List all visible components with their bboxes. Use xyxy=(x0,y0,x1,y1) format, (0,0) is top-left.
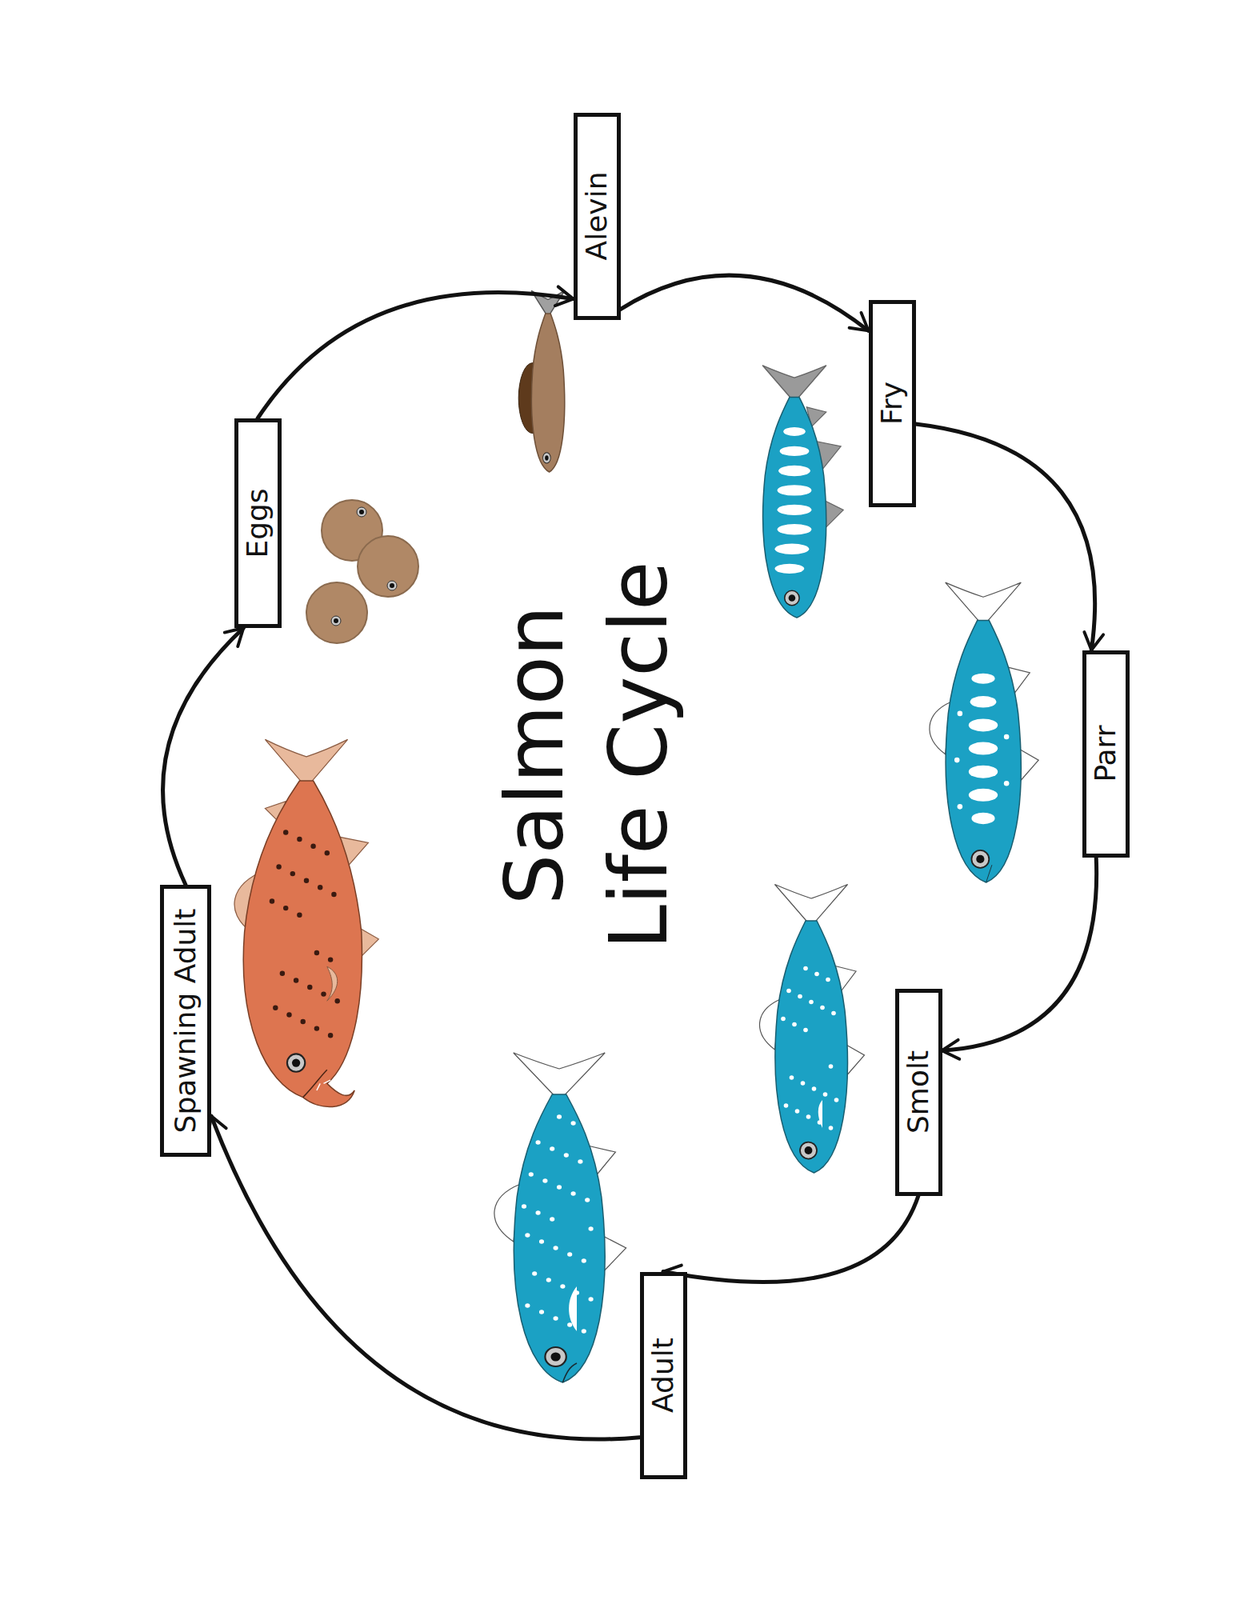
stage-label-box: Spawning Adult xyxy=(160,884,212,1157)
adult-fish xyxy=(494,1052,627,1383)
stage-name: Fry xyxy=(874,381,909,425)
diagram-title: Salmon Life Cycle xyxy=(483,539,692,972)
stage-label-box: Eggs xyxy=(234,418,282,628)
stage-label-box: Parr xyxy=(1082,650,1130,858)
cycle-arrow xyxy=(163,628,244,885)
fry-fish xyxy=(762,365,844,618)
stage-name: Smolt xyxy=(900,1050,936,1134)
smolt-fish xyxy=(760,884,865,1174)
stage-name: Spawning Adult xyxy=(168,908,203,1134)
stage-name: Eggs xyxy=(240,488,275,558)
stage-label-box: Alevin xyxy=(573,112,621,320)
stage-name: Alevin xyxy=(579,172,614,261)
cycle-arrow xyxy=(916,424,1096,651)
spawning-adult-fish xyxy=(234,739,379,1107)
cycle-arrow xyxy=(942,857,1097,1052)
cycle-arrow xyxy=(620,275,869,331)
egg xyxy=(306,500,419,644)
stage-label-box: Smolt xyxy=(895,988,943,1196)
stage-name: Parr xyxy=(1088,724,1123,782)
stage-label-box: Adult xyxy=(640,1272,688,1480)
stage-name: Adult xyxy=(645,1337,680,1413)
cycle-arrow xyxy=(257,292,574,419)
cycle-arrow xyxy=(663,1196,919,1283)
stage-label-box: Fry xyxy=(868,300,916,508)
parr-fish xyxy=(929,582,1039,883)
cycle-arrow xyxy=(211,1116,640,1440)
alevin-fish xyxy=(518,290,565,472)
